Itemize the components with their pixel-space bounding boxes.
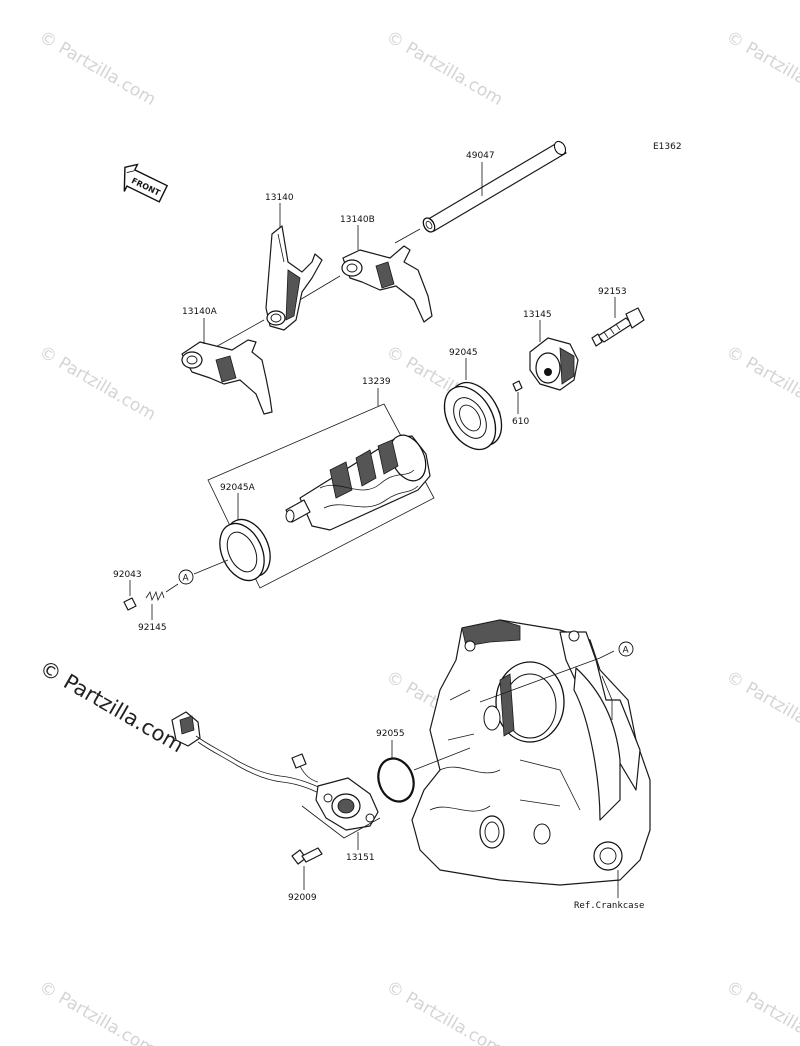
callout-drum: 13239 — [362, 377, 391, 387]
callout-fork: 13140 — [265, 193, 294, 203]
watermark-dark: © Partzilla.com — [36, 656, 188, 758]
shift-fork — [265, 225, 323, 331]
callout-shaft: 49047 — [466, 151, 495, 161]
shift-fork-a — [181, 339, 273, 415]
callout-cam: 13145 — [523, 310, 552, 320]
shift-drum-cam — [529, 337, 579, 391]
diagram-code: E1362 — [653, 142, 682, 152]
shift-fork-shaft — [422, 140, 567, 233]
ref-marker — [618, 641, 634, 657]
watermark: © Partzilla.com — [36, 342, 160, 425]
shift-drum — [285, 434, 431, 531]
callout-sensor: 13151 — [346, 853, 375, 863]
crankcase — [411, 619, 651, 886]
shaft-bolt — [591, 307, 645, 347]
ref-label: A — [183, 574, 190, 584]
screw — [291, 847, 323, 865]
ref-marker — [178, 569, 194, 585]
watermark: © Partzilla.com — [723, 977, 800, 1046]
watermark: © Partzilla.com — [383, 27, 507, 110]
dowel-pin — [512, 380, 523, 392]
watermark: © Partzilla.com — [723, 667, 800, 750]
shift-fork-b — [341, 245, 433, 323]
callout-pin: 610 — [512, 417, 529, 427]
o-ring — [377, 757, 415, 803]
watermark: © Partzilla.com — [723, 342, 800, 425]
needle-bearing — [219, 518, 271, 582]
ball-bearing — [443, 381, 503, 451]
callout-oring: 92055 — [376, 729, 405, 739]
watermark: © Partzilla.com — [36, 977, 160, 1046]
watermark: © Partzilla.com — [36, 27, 160, 110]
callout-fork-a: 13140A — [182, 307, 218, 317]
callout-screw: 92009 — [288, 893, 317, 903]
callout-plug: 92043 — [113, 570, 142, 580]
detent-spring — [145, 590, 165, 602]
gear-position-sensor — [171, 711, 379, 831]
callout-bolt: 92153 — [598, 287, 627, 297]
ref-label: A — [623, 646, 630, 656]
ref-crankcase-label: Ref.Crankcase — [574, 901, 644, 911]
callout-bearing-a: 92045A — [220, 483, 256, 493]
detent-plug — [123, 597, 137, 611]
callout-fork-b: 13140B — [340, 215, 375, 225]
callout-bearing: 92045 — [449, 348, 478, 358]
callout-spring: 92145 — [138, 623, 167, 633]
watermark: © Partzilla.com — [383, 977, 507, 1046]
front-arrow-icon: FRONT — [123, 163, 169, 203]
watermark: © Partzilla.com — [723, 27, 800, 110]
